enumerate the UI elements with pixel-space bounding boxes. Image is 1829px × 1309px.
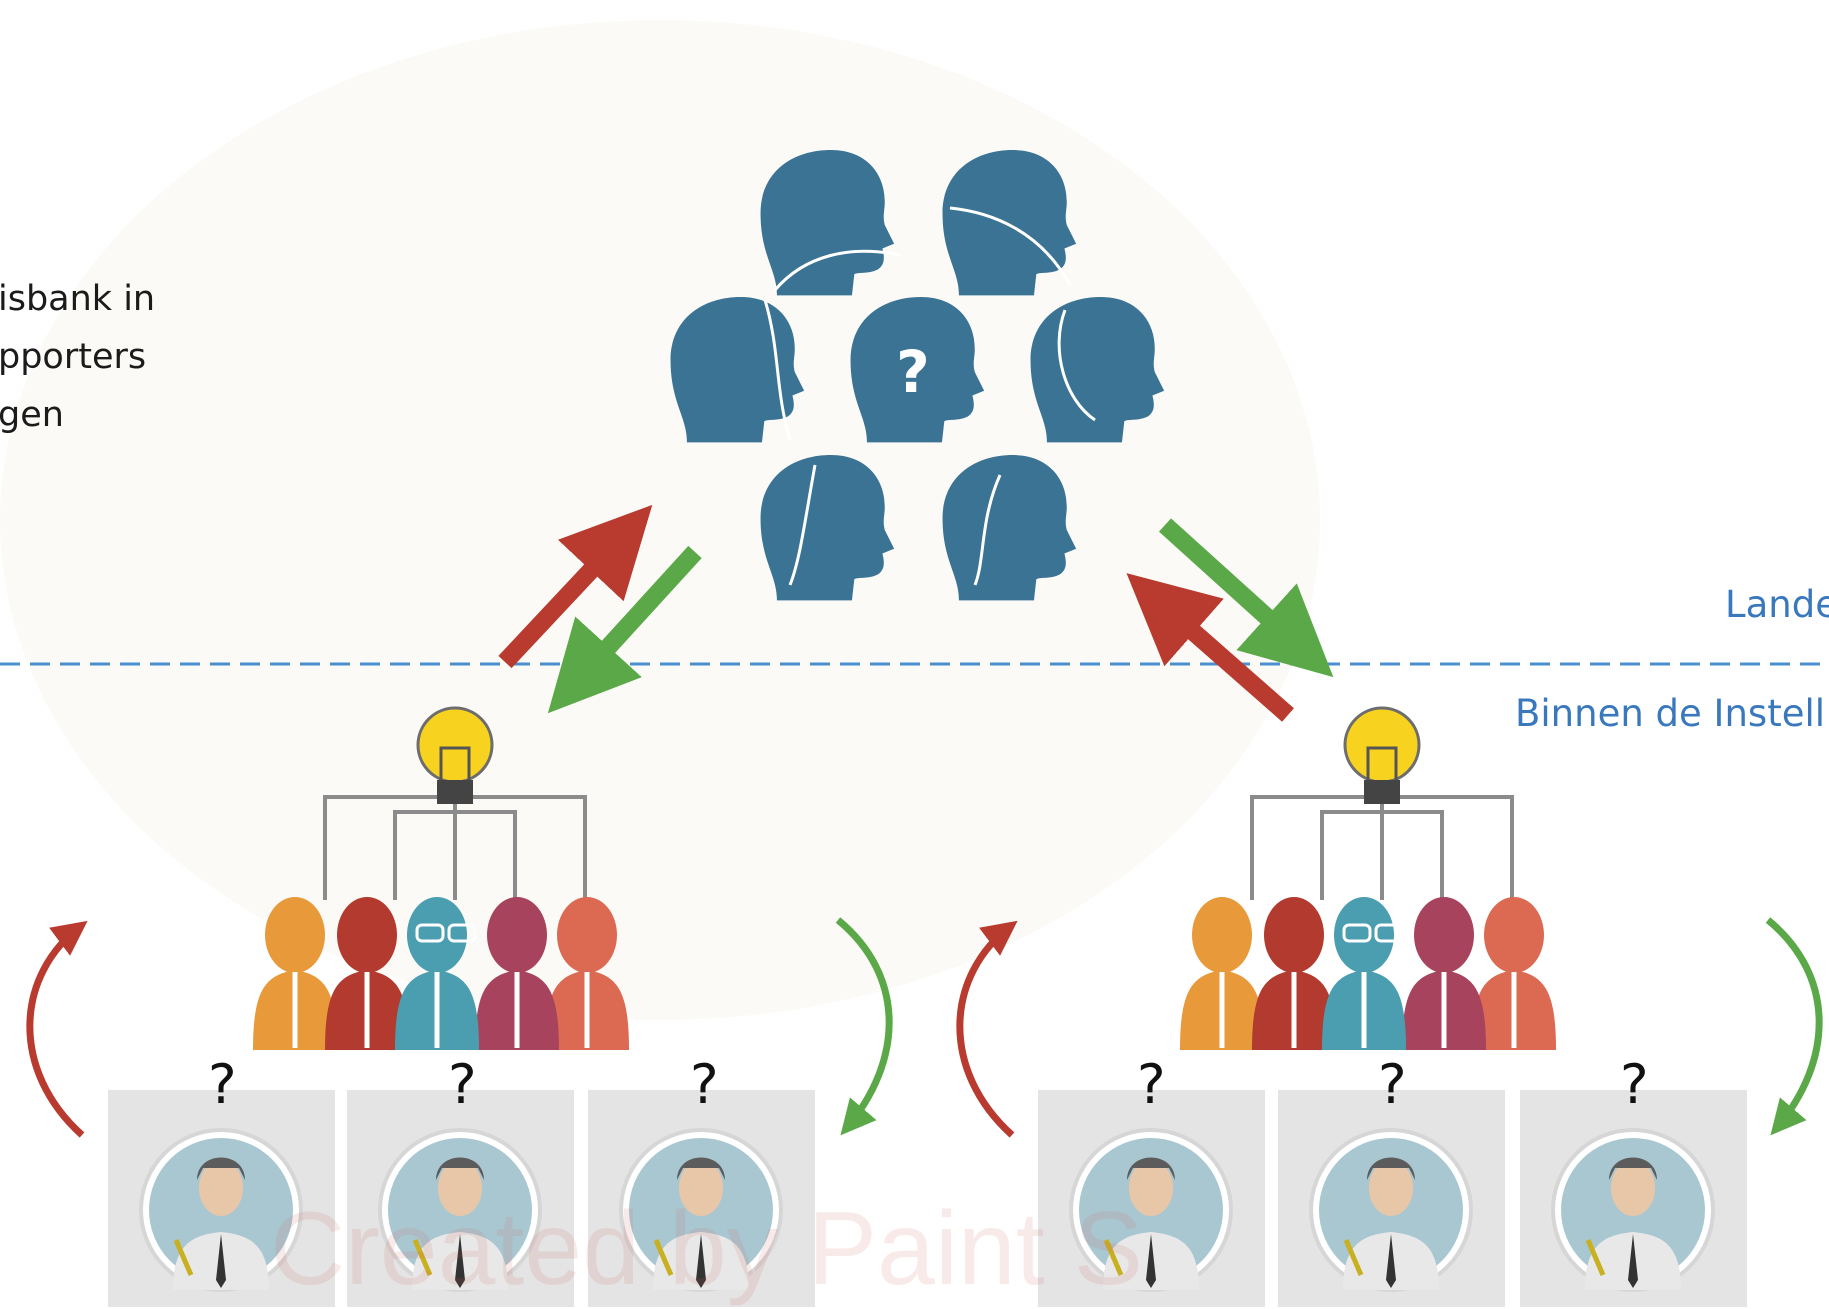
person-hair	[197, 1157, 245, 1180]
individual-card-right-2	[1278, 1090, 1505, 1307]
team-member-icon	[325, 897, 409, 1050]
person-tie	[455, 1234, 465, 1288]
center-head-question-icon: ?	[896, 338, 930, 406]
zone-label-above-line: Lande	[1725, 583, 1829, 626]
glasses-icon	[1342, 923, 1372, 943]
curved-arrow-right-down	[1765, 917, 1823, 1136]
person-tie	[696, 1234, 706, 1288]
individual-card-left-2	[347, 1090, 574, 1307]
pencil-icon	[1343, 1239, 1364, 1276]
head-division-line	[949, 206, 1072, 286]
person-face	[679, 1160, 723, 1216]
glasses-icon	[1374, 923, 1404, 943]
pencil-icon	[1585, 1239, 1606, 1276]
person-face	[438, 1160, 482, 1216]
person-hair	[436, 1157, 484, 1180]
curved-arrow-left-up	[26, 920, 88, 1138]
person-face	[199, 1160, 243, 1216]
lightbulb-base	[437, 780, 473, 804]
left-text-line-1: isbank in	[0, 279, 156, 319]
question-mark-left-1: ?	[208, 1053, 237, 1116]
lightbulb-base	[1364, 780, 1400, 804]
background-blob	[0, 20, 1320, 1020]
individual-card-left-3	[588, 1090, 815, 1307]
pencil-icon	[412, 1239, 433, 1276]
connector-line	[1380, 800, 1444, 900]
person-tie	[1146, 1234, 1156, 1288]
pencil-icon	[173, 1239, 194, 1276]
team-member-icon	[395, 897, 479, 1050]
team-member-icon	[545, 897, 629, 1050]
curved-arrow-left-down	[835, 917, 893, 1136]
head-division-line	[773, 249, 901, 291]
question-mark-right-3: ?	[1620, 1053, 1649, 1116]
team-member-icon	[475, 897, 559, 1050]
person-hair	[677, 1157, 725, 1180]
team-member-icon	[1402, 897, 1486, 1050]
question-mark-right-1: ?	[1137, 1053, 1166, 1116]
team-group-right	[1180, 706, 1556, 1050]
person-tie	[216, 1234, 226, 1288]
team-group-left	[253, 706, 629, 1050]
person-hair	[1609, 1157, 1657, 1180]
arrow-down-right	[1158, 518, 1334, 678]
head-division-line	[763, 299, 792, 441]
curved-arrow-right-up	[956, 920, 1018, 1138]
team-member-icon	[1180, 897, 1264, 1050]
lightbulb-filament	[439, 746, 471, 780]
lightbulb-icon	[1343, 706, 1421, 784]
person-hair	[1367, 1157, 1415, 1180]
person-face	[1369, 1160, 1413, 1216]
connector-line	[1320, 800, 1384, 900]
person-tie	[1628, 1234, 1638, 1288]
lightbulb-filament	[1366, 746, 1398, 780]
pencil-icon	[1103, 1239, 1124, 1276]
connector-line	[453, 800, 517, 900]
question-mark-left-3: ?	[690, 1053, 719, 1116]
left-text-line-2: pporters	[0, 337, 147, 377]
team-member-icon	[1252, 897, 1336, 1050]
zone-label-below-line: Binnen de Instell	[1515, 692, 1826, 735]
arrow-up-left	[498, 504, 653, 669]
arrow-down-left	[547, 545, 702, 714]
head-division-line	[788, 464, 817, 586]
left-text-line-3: gen	[0, 395, 64, 435]
team-member-icon	[253, 897, 337, 1050]
glasses-icon	[415, 923, 445, 943]
head-division-line	[973, 474, 1002, 586]
head-division-line	[1057, 309, 1096, 422]
pencil-icon	[653, 1239, 674, 1276]
team-member-icon	[1322, 897, 1406, 1050]
lightbulb-icon	[416, 706, 494, 784]
team-member-icon	[1472, 897, 1556, 1050]
arrow-up-right	[1126, 573, 1294, 722]
individual-card-left-1	[108, 1090, 335, 1307]
individual-card-right-3	[1520, 1090, 1747, 1307]
watermark: Created by Paint S	[270, 1191, 1143, 1307]
glasses-icon	[447, 923, 477, 943]
person-tie	[1386, 1234, 1396, 1288]
individual-card-right-1	[1038, 1090, 1265, 1307]
question-mark-left-2: ?	[448, 1053, 477, 1116]
person-hair	[1127, 1157, 1175, 1180]
question-mark-right-2: ?	[1378, 1053, 1407, 1116]
person-face	[1611, 1160, 1655, 1216]
person-face	[1129, 1160, 1173, 1216]
